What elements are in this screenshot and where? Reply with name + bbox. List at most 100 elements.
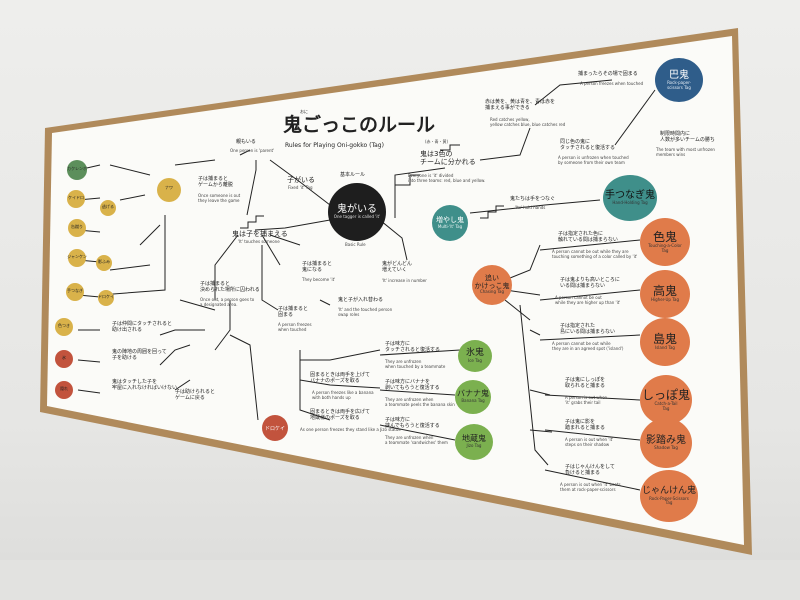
- banana-oni-circle: バナナ鬼 Banana Tag: [455, 380, 491, 414]
- increase-en: 'It' increase in number: [382, 278, 427, 283]
- captured-place-jp: 子は捕まると 決められた場所に囚われる: [200, 281, 260, 293]
- high-oni-en: Higher-Up Tag: [651, 297, 679, 303]
- rps-oni-jp: じゃんけん鬼: [641, 485, 696, 496]
- hand-oni-en: Hand-Holding Tag: [612, 200, 648, 206]
- island-oni-jp: 島鬼: [652, 332, 677, 347]
- rule-high-en: A person cannot be out while they are hi…: [555, 295, 621, 305]
- rps-oni-en: Rock-Paper-Scissors Tag: [649, 495, 689, 505]
- mini-label-11: 影ふみ: [98, 259, 110, 264]
- shadow-oni-jp: 影踏み鬼: [646, 435, 686, 447]
- three-colors-small: (赤・青・黄): [425, 139, 449, 144]
- rule-shadow-jp: 子は鬼に影を 踏まれると捕まる: [565, 419, 606, 431]
- chase-oni-en: Chasing Tag: [479, 289, 505, 295]
- core-rule-jp: 鬼がいる: [337, 204, 377, 216]
- three-colors-jp: 鬼は3色の チームに分かれる: [420, 150, 476, 167]
- hand-jp: 鬼たちは手をつなぐ: [510, 196, 556, 202]
- mini-label-1: カクレンボ: [67, 166, 87, 171]
- freeze-jp: 子は捕まると 固まる: [278, 306, 309, 318]
- mini-label-10: 逃げる: [102, 204, 114, 209]
- increase-jp: 鬼がどんどん 増えていく: [382, 261, 412, 273]
- shadow-oni-en: Shadow Tag: [654, 445, 678, 451]
- captured-place-en: Once out, a person goes to a designated …: [200, 297, 255, 307]
- title-furigana: おに: [300, 109, 308, 114]
- basic-rule-label: 基本ルール: [340, 172, 366, 178]
- oni-catches: 鬼は子を捕まえる: [232, 230, 288, 238]
- board-panel: [47, 36, 744, 545]
- oni-catches-en: 'It' touches someone: [238, 239, 280, 244]
- hand-en: 'Its' hold hands: [515, 205, 546, 210]
- bl-note2-jp: 鬼の陣地の周囲を回って 子を助ける: [112, 349, 167, 361]
- jizo-oni-en: Jizo Tag: [466, 443, 482, 449]
- mini-label-2: ケイドロ: [68, 195, 84, 200]
- mini-circle-9: [157, 178, 181, 202]
- mini-circle-1: [67, 160, 87, 180]
- island-oni-circle: 島鬼 Island Tag: [640, 318, 690, 366]
- rule-tail-en: A person is out when 'it' grabs their ta…: [565, 395, 608, 405]
- multi-oni-en: Multi-'It' Tag: [437, 223, 463, 229]
- mini-circle-10: [100, 200, 116, 216]
- multi-oni-circle: 増やし鬼 Multi-'It' Tag: [432, 205, 468, 241]
- mini-circle-4: [68, 249, 86, 267]
- bl-note1-jp: 子は仲間にタッチされると 助け出される: [112, 321, 173, 333]
- rule-island-en: A person cannot be out while they are in…: [552, 341, 624, 351]
- tail-oni-jp: しっぽ鬼: [641, 388, 690, 403]
- bc-row3-en: They are unfrozen when a teammate peels …: [385, 397, 455, 407]
- rule-tail-jp: 子は鬼にしっぽを 取られると捕まる: [565, 377, 606, 389]
- freeze-en: A person freezes when touched: [278, 322, 312, 332]
- mini-circle-8: [55, 381, 73, 399]
- mini-circle-11: [96, 255, 112, 271]
- page-subtitle: Rules for Playing Oni-gokko (Tag): [285, 142, 384, 149]
- bc-row3-jp: 子は味方にバナナを 剥いてもらうと復活する: [385, 379, 440, 391]
- mini-circle-12: [98, 290, 114, 306]
- rescue-jp: 同じ色の鬼に タッチされると復活する: [560, 139, 616, 151]
- multi-oni-jp: 増やし鬼: [436, 215, 464, 224]
- oya-label: 親もいる: [236, 139, 256, 145]
- three-colors-en: Everyone is 'it' divided into three team…: [408, 173, 486, 183]
- ice-oni-jp: 氷鬼: [465, 347, 484, 358]
- swap-en: 'It' and the touched person swap roles: [338, 307, 393, 317]
- mini-circle-3: [68, 219, 86, 237]
- game-end-en: Once someone is out they leave the game: [198, 193, 241, 203]
- tail-oni-en: Catch-a-Tail Tag: [654, 401, 678, 411]
- rule-island-jp: 子は指定された 島にいる間は捕まらない: [560, 323, 616, 335]
- game-end-jp: 子は捕まると ゲームから離脱: [198, 176, 233, 188]
- core-rule-en: One tagger is called 'it': [333, 214, 381, 220]
- page-title: 鬼ごっこのルール: [283, 114, 436, 136]
- bc-row1-en: They are unfrozen when touched by a team…: [385, 359, 446, 369]
- time-jp: 制限時間内に 人数が多いチームの勝ち: [660, 131, 715, 143]
- bc-row4-jp: 固まるときは両手を広げて 地蔵様のポーズを取る: [310, 409, 371, 421]
- color-oni-jp: 色鬼: [652, 230, 677, 245]
- rule-color-jp: 子は指定された色に 触れている間は捕まらない: [558, 231, 618, 243]
- core-rule-circle: 鬼がいる One tagger is called 'it': [328, 183, 386, 241]
- connector-lines: [77, 79, 656, 491]
- chase-oni-circle: 追い かけっこ鬼 Chasing Tag: [472, 265, 512, 305]
- mini-circle-2: [67, 190, 85, 208]
- bc-row2-jp: 固まるときは両手を上げて バナナのポーズを取る: [310, 372, 371, 384]
- drokei-label: ドロケイ: [265, 425, 285, 432]
- tomoe-oni-en: Rock-paper- scissors Tag: [667, 80, 691, 90]
- mini-label-7: 氷: [62, 355, 66, 360]
- swap-jp: 鬼と子が入れ替わる: [338, 297, 384, 303]
- ice-oni-en: Ice Tag: [468, 357, 482, 363]
- high-oni-circle: 高鬼 Higher-Up Tag: [640, 270, 690, 318]
- rps-en: Red catches yellow, yellow catches blue,…: [490, 117, 566, 127]
- rule-high-jp: 子は鬼よりも高いところに いる間は捕まらない: [560, 277, 620, 289]
- mini-label-4: ジャンケン: [67, 254, 87, 259]
- mini-label-5: 手つなぎ: [67, 288, 83, 293]
- bc-row1-jp: 子は味方に タッチされると復活する: [385, 341, 441, 353]
- rule-shadow-en: A person is out when 'it' steps on their…: [565, 437, 614, 447]
- tomoe-oni-jp: 巴鬼: [669, 70, 689, 82]
- banana-oni-en: Banana Tag: [461, 398, 485, 404]
- mini-circle-5: [66, 283, 84, 301]
- island-oni-en: Island Tag: [655, 345, 675, 351]
- bc-row5-jp: 子は味方に 挟んでもらうと復活する: [385, 417, 440, 429]
- tail-oni-circle: しっぽ鬼 Catch-a-Tail Tag: [640, 375, 692, 425]
- ko-ga-iru: 子がいる: [287, 176, 315, 184]
- shadow-oni-circle: 影踏み鬼 Shadow Tag: [640, 418, 692, 468]
- jizo-oni-circle: 地蔵鬼 Jizo Tag: [455, 424, 493, 460]
- mini-label-9: ナワ: [165, 185, 173, 190]
- become-oni-jp: 子は捕まると 鬼になる: [302, 261, 333, 273]
- rule-rps-en: A person is out when 'it' beats them at …: [560, 482, 621, 492]
- stair-connectors: [240, 144, 504, 229]
